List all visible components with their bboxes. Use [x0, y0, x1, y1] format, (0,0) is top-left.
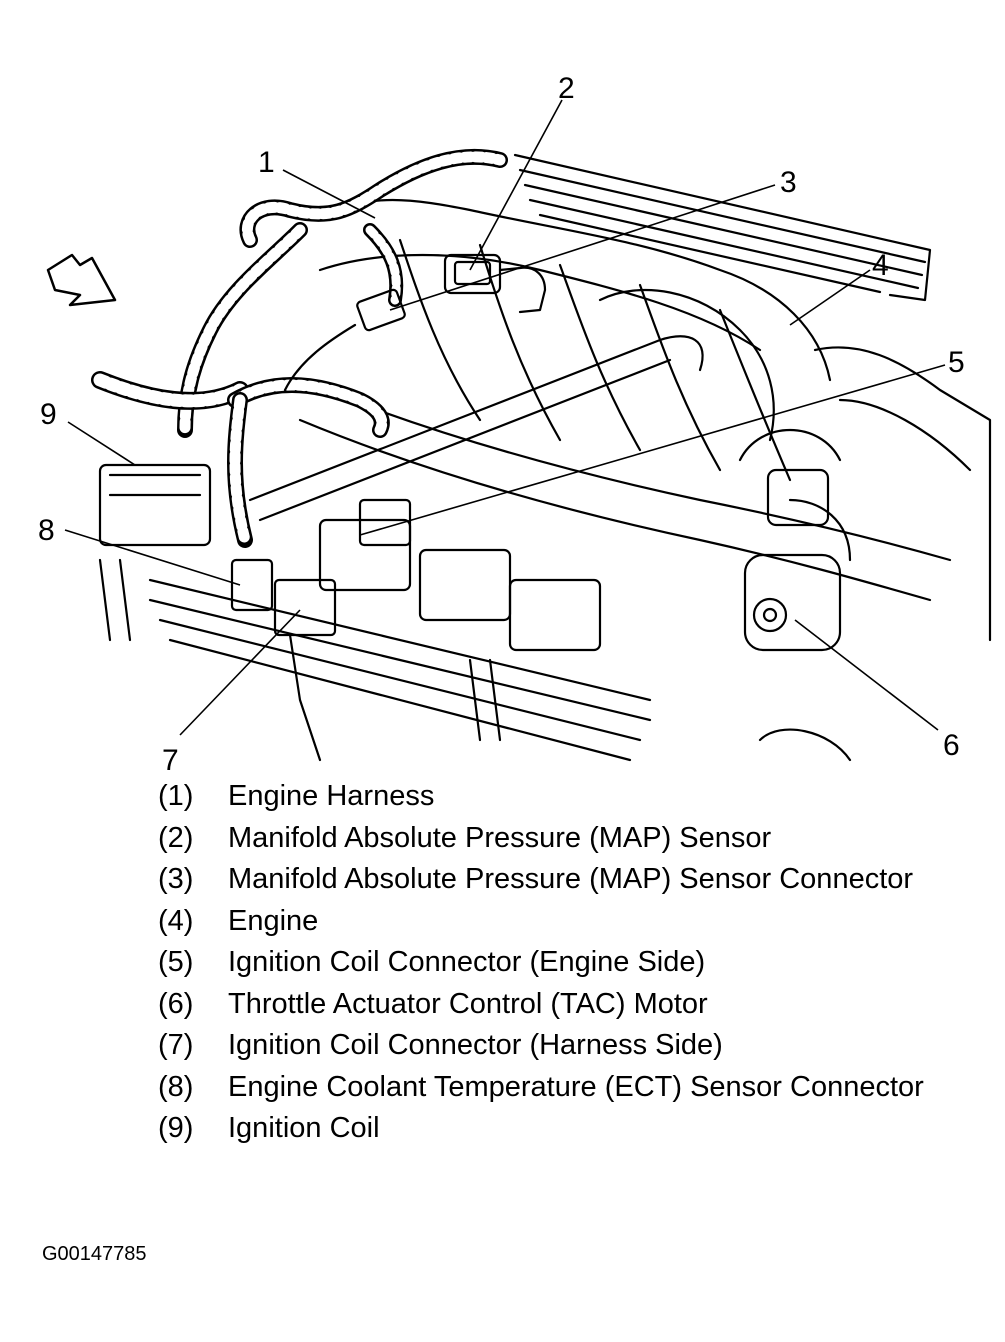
legend-item: (4) Engine: [158, 903, 978, 940]
coil-connector-engine-side: [358, 498, 412, 547]
callout-3: 3: [780, 166, 797, 199]
leader-line-6: [794, 619, 939, 731]
callout-4: 4: [872, 249, 889, 282]
ect-connector: [230, 558, 274, 612]
legend-label: Ignition Coil: [228, 1112, 380, 1144]
leader-line-2: [469, 99, 563, 271]
legend-item: (3) Manifold Absolute Pressure (MAP) Sen…: [158, 861, 978, 898]
legend-label: Manifold Absolute Pressure (MAP) Sensor: [228, 821, 772, 854]
legend-item: (5) Ignition Coil Connector (Engine Side…: [158, 944, 978, 981]
legend-label: Engine: [228, 904, 319, 937]
legend-number: (7): [158, 1029, 194, 1061]
tac-motor-body: [738, 429, 852, 762]
callout-6: 6: [943, 729, 960, 762]
coil-connector-harness-side: [273, 578, 337, 762]
legend-number: (2): [158, 821, 194, 854]
legend-label: Engine Coolant Temperature (ECT) Sensor …: [228, 1070, 924, 1103]
leader-line-5: [359, 364, 946, 536]
legend-number: (5): [158, 946, 194, 978]
legend-item: (1) Engine Harness: [158, 778, 978, 815]
leader-line-7: [179, 609, 301, 736]
callout-1: 1: [258, 146, 275, 179]
leader-line-8: [64, 529, 241, 586]
legend-number: (1): [158, 780, 194, 812]
legend-item: (7) Ignition Coil Connector (Harness Sid…: [158, 1027, 978, 1064]
map-sensor-body: [443, 253, 547, 314]
legend: (1) Engine Harness (2) Manifold Absolute…: [158, 778, 978, 1147]
leader-line-1: [282, 169, 376, 219]
callout-8: 8: [38, 514, 55, 547]
fuel-rail: [248, 335, 704, 522]
ignition-coil-row: [98, 463, 602, 742]
valve-cover: [148, 578, 652, 762]
legend-number: (4): [158, 904, 194, 937]
leader-line-9: [67, 421, 136, 466]
legend-number: (3): [158, 863, 194, 895]
intake-manifold: [298, 198, 992, 642]
legend-label: Throttle Actuator Control (TAC) Motor: [228, 987, 708, 1020]
leader-line-3: [389, 184, 776, 311]
callout-2: 2: [558, 72, 575, 105]
legend-number: (9): [158, 1112, 194, 1144]
legend-item: (8) Engine Coolant Temperature (ECT) Sen…: [158, 1069, 978, 1106]
legend-label: Ignition Coil Connector (Engine Side): [228, 946, 706, 978]
figure-id: G00147785: [42, 1243, 147, 1265]
legend-item: (6) Throttle Actuator Control (TAC) Moto…: [158, 986, 978, 1023]
engine-illustration: 1 2 3 4 5 6 7 8 9: [38, 72, 992, 777]
map-sensor-connector: [283, 288, 406, 392]
legend-number: (6): [158, 987, 194, 1020]
legend-label: Engine Harness: [228, 780, 435, 812]
firewall-panel: [513, 153, 932, 302]
legend-label: Ignition Coil Connector (Harness Side): [228, 1029, 723, 1061]
callout-9: 9: [40, 398, 57, 431]
callout-7: 7: [162, 744, 179, 777]
direction-arrow-icon: [46, 253, 117, 307]
callout-5: 5: [948, 346, 965, 379]
legend-label: Manifold Absolute Pressure (MAP) Sensor …: [228, 863, 914, 895]
leader-line-4: [789, 269, 871, 326]
legend-item: (9) Ignition Coil: [158, 1110, 978, 1147]
legend-item: (2) Manifold Absolute Pressure (MAP) Sen…: [158, 820, 978, 857]
legend-number: (8): [158, 1070, 194, 1103]
